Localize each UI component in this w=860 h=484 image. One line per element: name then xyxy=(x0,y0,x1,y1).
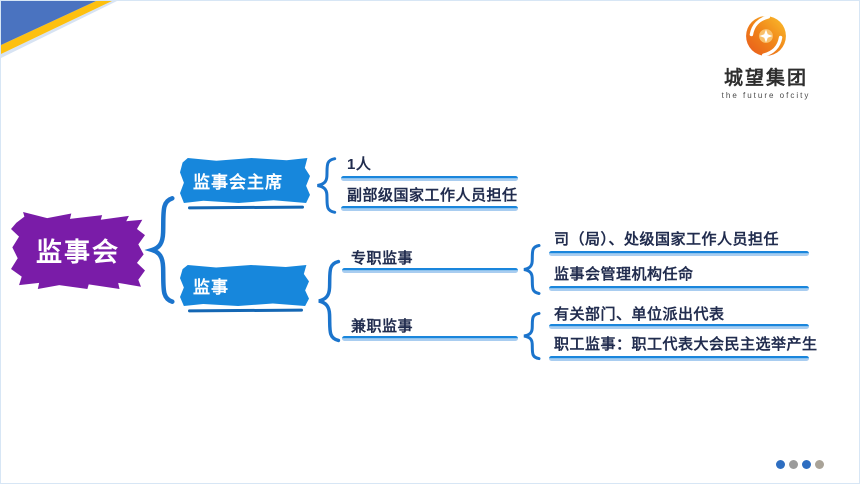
chairman-item-count: 1人 xyxy=(347,156,372,173)
parttime-item-delegates: 有关部门、单位派出代表 xyxy=(554,306,725,323)
corner-ribbon xyxy=(1,1,117,58)
pagination-dot[interactable] xyxy=(815,460,824,469)
logo-tagline: the future ofcity xyxy=(721,91,811,100)
node-root-label: 监事会 xyxy=(35,237,120,267)
brace-chairman xyxy=(314,157,337,214)
node-supervisor-underline-dash xyxy=(187,308,303,313)
brace-root xyxy=(148,195,175,305)
logo: 城望集团 the future ofcity xyxy=(701,13,831,100)
logo-swirl-icon xyxy=(746,15,786,57)
brace-parttime xyxy=(521,312,541,360)
underline xyxy=(549,251,809,256)
brace-supervisor xyxy=(315,259,341,343)
pagination-dot[interactable] xyxy=(776,460,785,469)
underline xyxy=(341,206,518,211)
underline xyxy=(549,324,809,329)
underline xyxy=(341,176,518,181)
underline xyxy=(549,286,809,291)
pagination-dot[interactable] xyxy=(802,460,811,469)
pagination-dots xyxy=(776,460,824,469)
label-parttime-supervisor: 兼职监事 xyxy=(351,318,414,335)
fulltime-item-appointment: 监事会管理机构任命 xyxy=(554,266,694,283)
chairman-item-appointment: 副部级国家工作人员担任 xyxy=(347,187,518,204)
label-fulltime-supervisor: 专职监事 xyxy=(351,250,414,267)
node-chairman: 监事会主席 xyxy=(180,158,310,210)
fulltime-item-rank: 司（局）、处级国家工作人员担任 xyxy=(554,231,780,248)
node-supervisor-label: 监事 xyxy=(193,278,229,297)
node-chairman-label: 监事会主席 xyxy=(193,173,283,192)
node-root: 监事会 xyxy=(11,212,145,289)
parttime-item-election: 职工监事：职工代表大会民主选举产生 xyxy=(554,336,818,353)
logo-company-name: 城望集团 xyxy=(723,68,808,89)
underline xyxy=(549,356,809,361)
pagination-dot[interactable] xyxy=(789,460,798,469)
node-chairman-background xyxy=(180,158,310,203)
node-supervisor-background xyxy=(180,265,309,306)
node-root-background xyxy=(11,212,145,289)
node-chairman-underline-dash xyxy=(187,205,304,210)
underline xyxy=(342,336,518,341)
node-supervisor: 监事 xyxy=(180,265,309,313)
underline xyxy=(342,268,518,273)
brace-fulltime xyxy=(521,244,541,295)
